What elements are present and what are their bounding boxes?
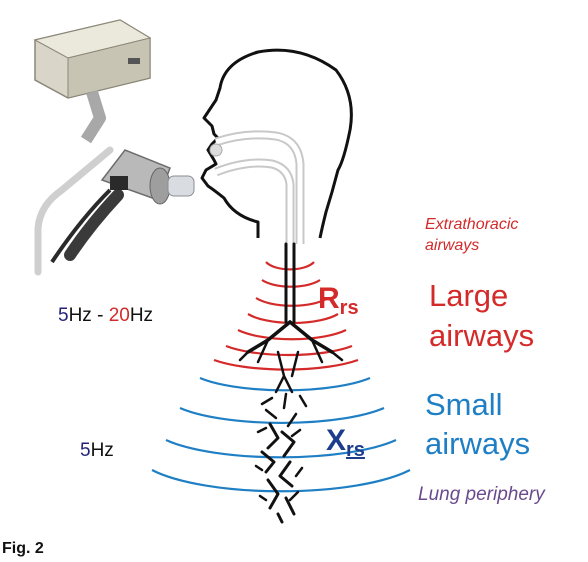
label-rrs: Rrs	[318, 282, 359, 319]
label-lung-periphery: Lung periphery	[418, 484, 545, 505]
freq-range-low: 5	[58, 305, 69, 326]
freq-single-unit: Hz	[90, 440, 114, 461]
label-frequency-single: 5Hz	[80, 440, 114, 462]
freq-range-unit: Hz	[129, 305, 154, 326]
label-large-airways-line2: airways	[429, 318, 535, 353]
label-large-airways-line1: Large	[429, 278, 509, 313]
xrs-waves	[151, 376, 411, 493]
bronchial-tree-icon	[238, 242, 344, 524]
xrs-main: X	[326, 424, 347, 457]
freq-range-high: 20	[108, 305, 130, 326]
freq-range-mid: Hz -	[68, 305, 109, 326]
label-extrathoracic-line1: Extrathoracic	[425, 216, 519, 233]
rrs-main: R	[318, 282, 340, 315]
label-frequency-range: 5Hz - 20Hz	[58, 305, 153, 327]
rrs-sub: rs	[339, 297, 359, 319]
figure-label: Fig. 2	[2, 540, 44, 557]
label-small-airways-line1: Small	[425, 387, 503, 422]
freq-single-num: 5	[80, 440, 91, 461]
oscillometry-device-icon	[33, 19, 195, 276]
label-xrs: Xrs	[326, 424, 365, 461]
xrs-sub: rs	[346, 439, 365, 461]
label-extrathoracic-line2: airways	[425, 237, 480, 254]
head-outline-icon	[200, 48, 353, 244]
label-small-airways-line2: airways	[425, 426, 531, 461]
